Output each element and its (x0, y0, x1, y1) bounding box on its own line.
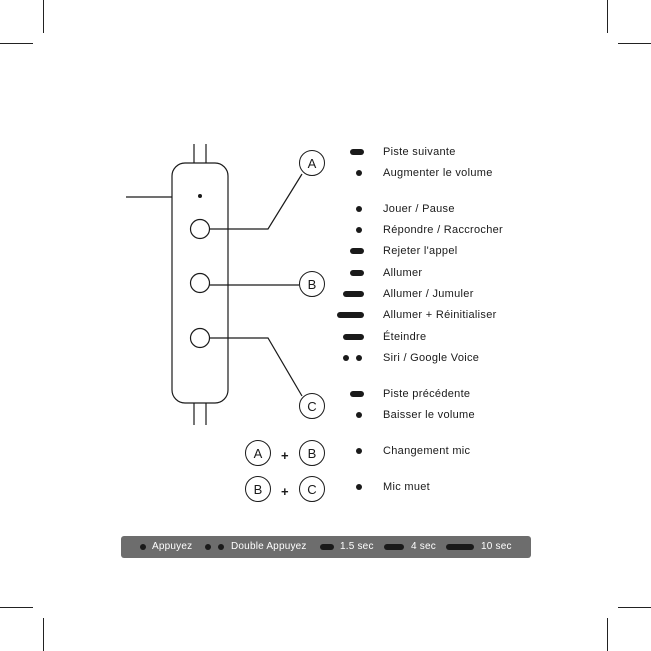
legend-long-label: 10 sec (481, 541, 512, 553)
mark-double-press-1 (343, 355, 349, 361)
legend-bar: Appuyez Double Appuyez 1.5 sec 4 sec 10 … (121, 536, 531, 558)
mark-single-press (356, 170, 362, 176)
legend-long-pill (446, 544, 474, 550)
mark-long-press (337, 312, 364, 318)
legend-press-dot (140, 544, 146, 550)
microphone-dot (198, 194, 202, 198)
function-label: Piste suivante (383, 146, 456, 159)
function-label: Allumer / Jumuler (383, 288, 474, 301)
combo2-plus: + (281, 484, 289, 499)
function-label: Éteindre (383, 331, 426, 344)
button-c-shape (191, 329, 210, 348)
function-label: Piste précédente (383, 388, 470, 401)
leader-a (209, 174, 302, 229)
combo1-b: B (299, 440, 325, 466)
function-label: Allumer (383, 267, 422, 280)
function-label: Allumer + Réinitialiser (383, 309, 497, 322)
legend-double-dot-1 (205, 544, 211, 550)
legend-short-pill (320, 544, 334, 550)
mark-short-press (350, 391, 364, 397)
mark-single-press (356, 484, 362, 490)
combo1-plus: + (281, 448, 289, 463)
mark-short-press (350, 149, 364, 155)
callout-b: B (299, 271, 325, 297)
function-label: Siri / Google Voice (383, 352, 479, 365)
function-label: Rejeter l'appel (383, 245, 457, 258)
button-b-shape (191, 274, 210, 293)
mark-single-press (356, 412, 362, 418)
mark-double-press-2 (356, 355, 362, 361)
mark-medium-press (343, 334, 364, 340)
mark-medium-press (343, 291, 364, 297)
leader-c (209, 338, 302, 396)
combo1-a: A (245, 440, 271, 466)
function-label: Répondre / Raccrocher (383, 224, 503, 237)
legend-double-press-label: Double Appuyez (231, 541, 307, 553)
button-a-shape (191, 220, 210, 239)
mark-single-press (356, 206, 362, 212)
function-label: Mic muet (383, 481, 430, 494)
remote-body (172, 163, 228, 403)
legend-short-label: 1.5 sec (340, 541, 374, 553)
function-label: Changement mic (383, 445, 470, 458)
legend-double-dot-2 (218, 544, 224, 550)
function-label: Jouer / Pause (383, 203, 455, 216)
mark-single-press (356, 227, 362, 233)
callout-a: A (299, 150, 325, 176)
mark-short-press (350, 248, 364, 254)
function-label: Baisser le volume (383, 409, 475, 422)
mark-short-press (350, 270, 364, 276)
combo2-c: C (299, 476, 325, 502)
function-label: Augmenter le volume (383, 167, 493, 180)
legend-medium-pill (384, 544, 404, 550)
combo2-b: B (245, 476, 271, 502)
mark-single-press (356, 448, 362, 454)
callout-c: C (299, 393, 325, 419)
legend-medium-label: 4 sec (411, 541, 436, 553)
legend-press-label: Appuyez (152, 541, 192, 553)
